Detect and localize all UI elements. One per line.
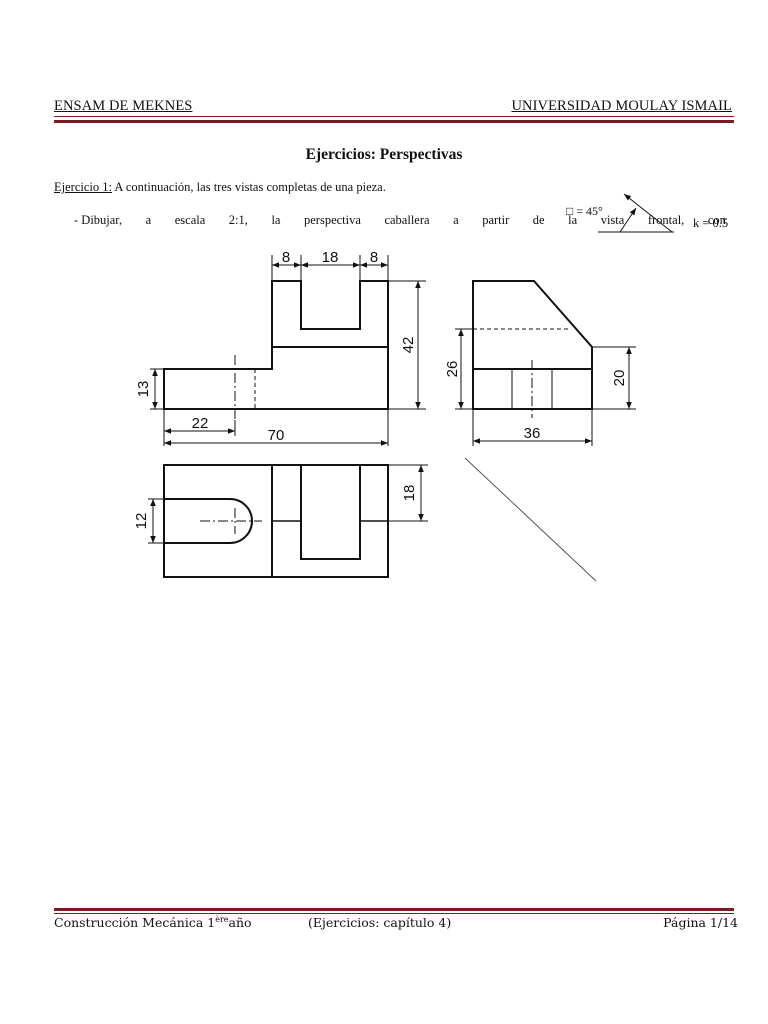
front-view [163,280,389,410]
instruction-word: a [145,213,152,227]
dim-height-total: 42 [400,337,417,354]
header-school: ENSAM DE MEKNES [54,98,193,114]
instruction-word: frontal, [647,213,685,227]
dim-height-base: 13 [135,381,152,398]
top-view-axis [200,508,262,534]
instruction-line: - Dibujar, a escala 2:1, la perspectiva … [74,213,726,228]
instruction-word: partir [482,213,510,227]
angle-arrows [598,193,674,233]
dim-slot-width: 12 [133,513,150,530]
instruction-word: a [453,213,459,227]
exercise-text: A continuación, las tres vistas completa… [111,180,386,194]
footer-course: Construcción Mecánica 1èreaño [54,915,252,930]
instruction-word: la [271,213,281,227]
exercise-label: Ejercicio 1: [54,180,112,194]
instruction-word: caballera [384,213,430,227]
instruction-word: de [532,213,545,227]
instruction-word: 2:1, [228,213,248,227]
side-dimensions [455,328,636,446]
angle-value: □ = 45° [566,204,603,218]
footer-course-text: Construcción Mecánica 1 [54,915,216,931]
side-view [472,280,593,410]
front-dimensions [150,255,426,446]
instruction-word: perspectiva [304,213,361,227]
instruction-word: la [568,213,578,227]
top-view [163,464,389,578]
dim-top-c: 8 [370,249,378,266]
reduction-coefficient: k = 0.5 [693,216,729,230]
footer-course-sup: ère [215,915,229,924]
instruction-word: vista [600,213,625,227]
dim-top-b: 18 [322,249,339,266]
footer-rule-thin [54,913,734,914]
dim-side-width: 36 [524,425,541,442]
footer-course-tail: año [228,915,252,931]
dim-side-low: 20 [611,370,628,387]
footer-rule-thick [54,908,734,911]
footer-page-number: Página 1/14 [663,915,738,930]
top-dimensions [148,464,428,544]
dim-length: 70 [268,427,285,444]
header-rule-thin [54,116,734,117]
instruction-word: - Dibujar, [74,213,123,227]
page-title: Ejercicios: Perspectivas [305,146,463,163]
dim-top-a: 8 [282,249,290,266]
header-university: UNIVERSIDAD MOULAY ISMAIL [511,98,732,114]
dim-plan-depth: 18 [401,485,418,502]
header-rule-thick [54,120,734,123]
instruction-word: con [707,213,726,227]
construction-diagonal [464,457,597,582]
footer-chapter: (Ejercicios: capítulo 4) [308,915,452,930]
instruction-word: escala [174,213,206,227]
dim-offset: 22 [192,415,209,432]
exercise-statement: Ejercicio 1: A continuación, las tres vi… [54,180,386,195]
dim-side-high: 26 [444,361,461,378]
